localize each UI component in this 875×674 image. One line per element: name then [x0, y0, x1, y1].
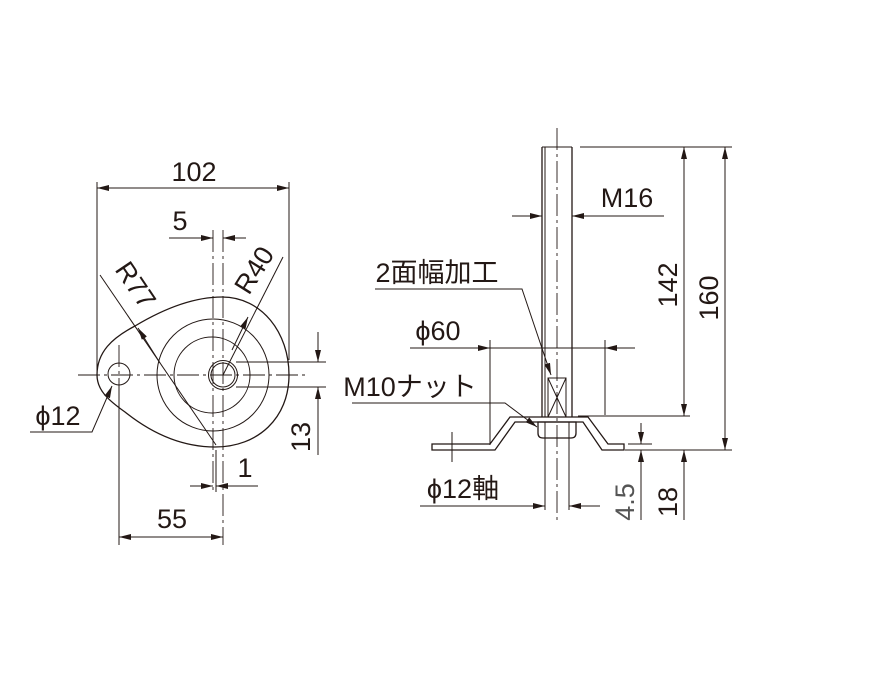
dim-label-142: 142 — [653, 262, 683, 307]
dim-label-1: 1 — [237, 453, 252, 483]
nut — [537, 421, 577, 439]
arrow-r77 — [137, 327, 161, 364]
leader-flat-cut — [375, 288, 552, 376]
dim-label-5: 5 — [172, 206, 187, 236]
dim-label-r77: R77 — [109, 256, 162, 314]
dim-label-55: 55 — [157, 504, 187, 534]
dim-label-13: 13 — [286, 422, 316, 452]
arrow-r40 — [231, 316, 249, 351]
leader-r40 — [222, 256, 284, 376]
dim-label-160: 160 — [694, 275, 724, 320]
dim-label-phi60: ϕ60 — [415, 316, 460, 346]
base-outline — [96, 296, 290, 448]
leader-nut — [352, 402, 538, 428]
nut-note: M10ナット — [343, 372, 477, 402]
dim-label-18: 18 — [653, 487, 683, 517]
flat-cut-cross — [547, 377, 567, 418]
flat-cut-note: 2面幅加工 — [375, 258, 498, 288]
dim-label-4-5: 4.5 — [610, 483, 640, 521]
dim-label-phi12-shaft: ϕ12軸 — [427, 474, 499, 504]
base-plate — [431, 416, 625, 451]
dim-label-r40: R40 — [229, 241, 281, 299]
dim-label-phi12: ϕ12 — [35, 401, 80, 431]
dim-label-m16: M16 — [601, 183, 654, 213]
top-view: 102 5 R77 R40 13 1 55 ϕ12 — [30, 157, 326, 545]
leader-phi12 — [30, 385, 113, 433]
dim-label-102: 102 — [171, 157, 216, 187]
side-view: M16 2面幅加工 ϕ60 M10ナット ϕ12軸 142 160 4.5 — [343, 128, 732, 521]
